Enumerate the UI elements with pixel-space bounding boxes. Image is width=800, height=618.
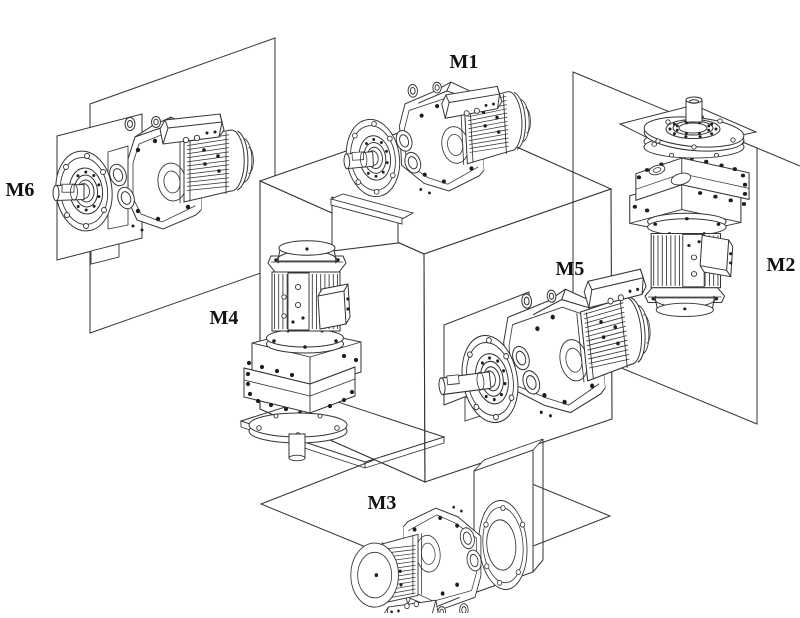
svg-text:M1: M1 (450, 51, 479, 73)
svg-text:M4: M4 (210, 307, 239, 329)
svg-text:M5: M5 (556, 258, 585, 280)
svg-text:M6: M6 (6, 179, 35, 201)
svg-text:M3: M3 (368, 492, 397, 514)
svg-text:M2: M2 (767, 254, 796, 276)
